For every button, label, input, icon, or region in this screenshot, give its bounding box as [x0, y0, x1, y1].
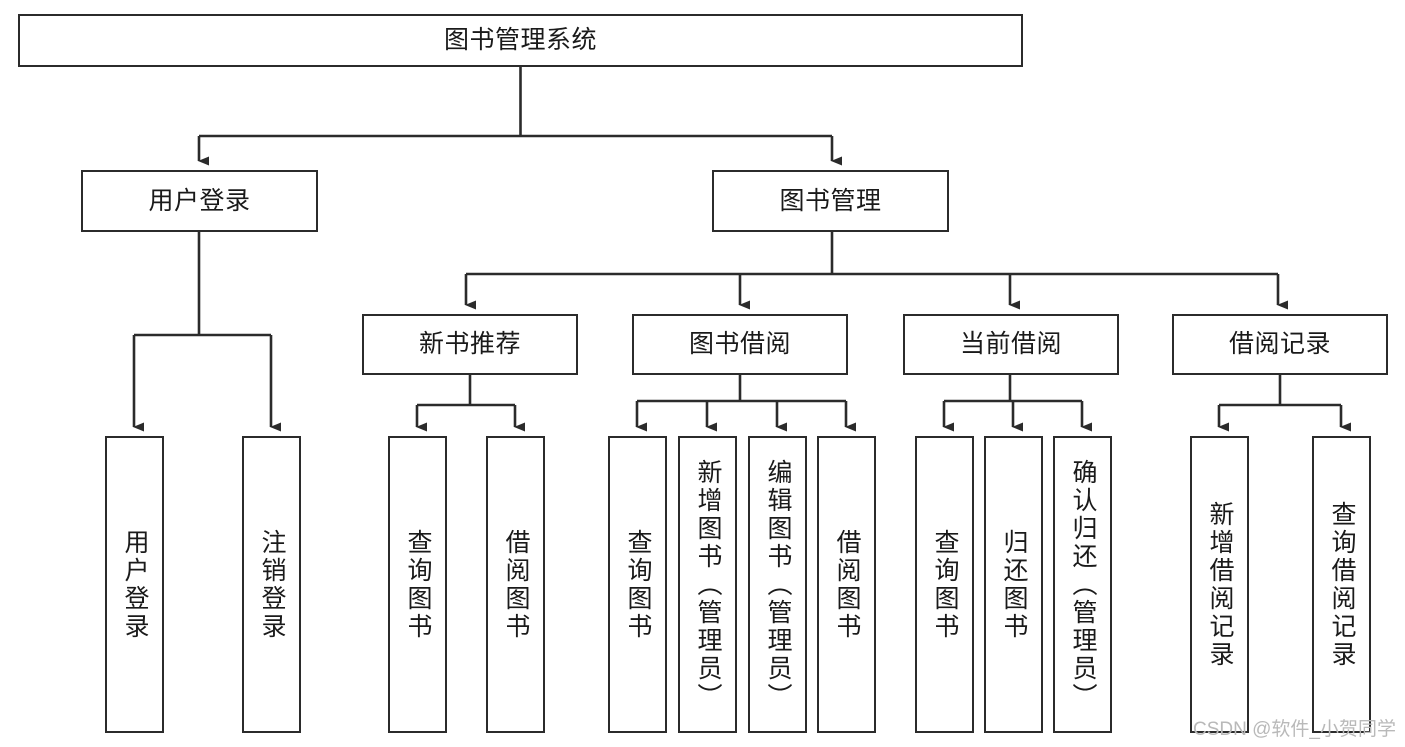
node-label: 新增图书（管理员） — [694, 458, 722, 711]
node-label: 用户登录 — [121, 528, 149, 641]
node-label: 查询借阅记录 — [1328, 500, 1356, 669]
node-label: 当前借阅 — [959, 330, 1062, 359]
node-book-management[interactable]: 图书管理 — [712, 170, 949, 232]
leaf-add-borrowing-record[interactable]: 新增借阅记录 — [1190, 436, 1249, 733]
csdn-watermark: CSDN @软件_小贺同学 — [1193, 719, 1396, 740]
node-user-login[interactable]: 用户登录 — [81, 170, 318, 232]
node-label: 图书借阅 — [688, 330, 791, 359]
node-label: 注销登录 — [258, 528, 286, 641]
node-label: 查询图书 — [404, 528, 432, 641]
node-label: 借阅图书 — [502, 528, 530, 641]
node-label: 确认归还（管理员） — [1069, 458, 1097, 711]
node-label: 图书管理系统 — [443, 26, 597, 55]
leaf-query-borrowing-record[interactable]: 查询借阅记录 — [1312, 436, 1371, 733]
node-book-borrowing[interactable]: 图书借阅 — [632, 314, 848, 375]
leaf-query-books-current[interactable]: 查询图书 — [915, 436, 974, 733]
node-label: 新增借阅记录 — [1206, 500, 1234, 669]
node-label: 查询图书 — [931, 528, 959, 641]
leaf-return-books[interactable]: 归还图书 — [984, 436, 1043, 733]
leaf-borrow-books-borrowing[interactable]: 借阅图书 — [817, 436, 876, 733]
leaf-query-books-recommendation[interactable]: 查询图书 — [388, 436, 447, 733]
leaf-edit-book-admin[interactable]: 编辑图书（管理员） — [748, 436, 807, 733]
leaf-user-login[interactable]: 用户登录 — [105, 436, 164, 733]
leaf-query-books-borrowing[interactable]: 查询图书 — [608, 436, 667, 733]
node-borrowing-records[interactable]: 借阅记录 — [1172, 314, 1388, 375]
node-current-borrowing[interactable]: 当前借阅 — [903, 314, 1119, 375]
node-label: 图书管理 — [779, 186, 882, 215]
leaf-borrow-books-recommendation[interactable]: 借阅图书 — [486, 436, 545, 733]
node-label: 查询图书 — [624, 528, 652, 641]
node-label: 新书推荐 — [418, 330, 521, 359]
node-label: 用户登录 — [148, 186, 251, 215]
leaf-add-book-admin[interactable]: 新增图书（管理员） — [678, 436, 737, 733]
node-root-system[interactable]: 图书管理系统 — [18, 14, 1023, 67]
leaf-confirm-return-admin[interactable]: 确认归还（管理员） — [1053, 436, 1112, 733]
node-label: 借阅记录 — [1228, 330, 1331, 359]
node-label: 归还图书 — [1000, 528, 1028, 641]
leaf-logout[interactable]: 注销登录 — [242, 436, 301, 733]
node-new-book-recommendation[interactable]: 新书推荐 — [362, 314, 578, 375]
node-label: 编辑图书（管理员） — [764, 458, 792, 711]
node-label: 借阅图书 — [833, 528, 861, 641]
